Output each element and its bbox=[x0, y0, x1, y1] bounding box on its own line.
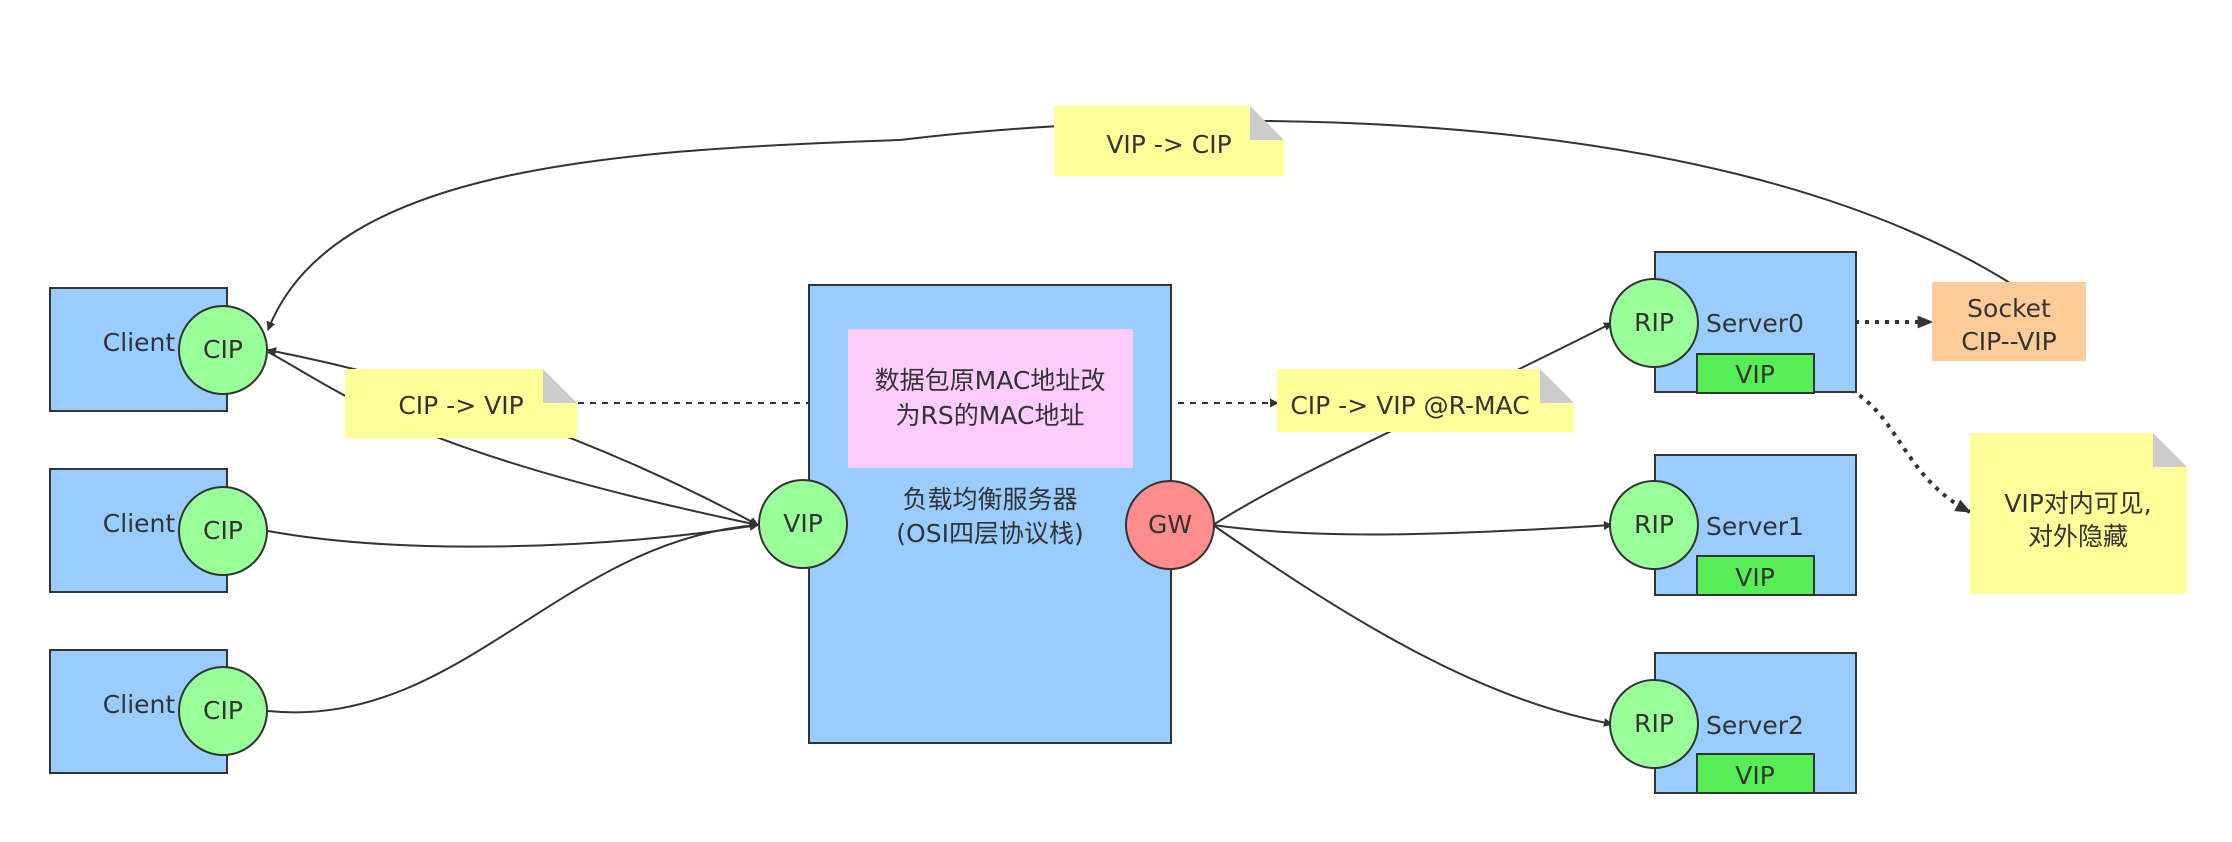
return-path-label: VIP -> CIP bbox=[1106, 130, 1231, 159]
rip-node bbox=[1609, 679, 1699, 769]
client1-vip-connector bbox=[267, 521, 759, 548]
gw-node bbox=[1125, 480, 1215, 570]
request-path-note: CIP -> VIP bbox=[345, 369, 577, 438]
vip-visibility-note: VIP对内可见, 对外隐藏 bbox=[1970, 433, 2187, 594]
rip-label: RIP bbox=[1634, 510, 1674, 539]
request-path-label: CIP -> VIP bbox=[398, 391, 523, 420]
vip-visibility-connector bbox=[1812, 376, 1972, 514]
mac-note-line1: 数据包原MAC地址改 bbox=[875, 366, 1106, 395]
forward-path-note: CIP -> VIP @R-MAC bbox=[1277, 369, 1574, 432]
rip-label: RIP bbox=[1634, 308, 1674, 337]
mac-rewrite-note bbox=[848, 329, 1133, 468]
server-label: Server1 bbox=[1706, 512, 1804, 541]
gw-rip0-connector bbox=[1212, 322, 1613, 526]
server-vip-box bbox=[1696, 753, 1815, 794]
rip-label: RIP bbox=[1634, 709, 1674, 738]
cip-node bbox=[178, 305, 268, 395]
client-label: Client bbox=[103, 328, 176, 357]
rip-node bbox=[1609, 278, 1699, 368]
cip-label: CIP bbox=[203, 516, 243, 545]
client-2: Client CIP bbox=[49, 649, 268, 774]
return-path-note: VIP -> CIP bbox=[1054, 106, 1284, 176]
gw-rip1-connector bbox=[1212, 521, 1613, 536]
client-label: Client bbox=[103, 690, 176, 719]
vip-visibility-line2: 对外隐藏 bbox=[2028, 522, 2128, 551]
client2-vip-connector bbox=[267, 521, 759, 714]
vip-label: VIP bbox=[783, 509, 823, 538]
lb-title-line2: (OSI四层协议栈) bbox=[896, 519, 1083, 548]
server-1: Server1 VIP RIP bbox=[1609, 454, 1857, 596]
load-balancer: 数据包原MAC地址改 为RS的MAC地址 负载均衡服务器 (OSI四层协议栈) … bbox=[758, 284, 1215, 744]
server-vip-label: VIP bbox=[1735, 563, 1775, 592]
rip-node bbox=[1609, 480, 1699, 570]
server-vip-label: VIP bbox=[1735, 761, 1775, 790]
forward-path-label: CIP -> VIP @R-MAC bbox=[1290, 391, 1529, 420]
server-vip-label: VIP bbox=[1735, 360, 1775, 389]
server-label: Server0 bbox=[1706, 309, 1804, 338]
client-1: Client CIP bbox=[49, 468, 268, 593]
server-0: Server0 VIP RIP bbox=[1609, 251, 1857, 394]
client-label: Client bbox=[103, 509, 176, 538]
socket-line1: Socket bbox=[1967, 294, 2051, 323]
socket-line2: CIP--VIP bbox=[1961, 327, 2056, 356]
vip-visibility-line1: VIP对内可见, bbox=[2004, 489, 2152, 518]
return-path-connector bbox=[266, 119, 2011, 331]
server-label: Server2 bbox=[1706, 711, 1804, 740]
cip-label: CIP bbox=[203, 335, 243, 364]
cip-node bbox=[178, 666, 268, 756]
client-0: Client CIP bbox=[49, 287, 268, 412]
server-2: Server2 VIP RIP bbox=[1609, 652, 1857, 794]
vip-node bbox=[758, 479, 848, 569]
gw-label: GW bbox=[1148, 510, 1192, 539]
server-vip-box bbox=[1696, 353, 1815, 394]
server-vip-box bbox=[1696, 555, 1815, 596]
lb-title-line1: 负载均衡服务器 bbox=[902, 485, 1077, 514]
gw-rip2-connector bbox=[1212, 524, 1613, 727]
socket-note: Socket CIP--VIP bbox=[1932, 282, 2086, 361]
cip-label: CIP bbox=[203, 696, 243, 725]
mac-note-line2: 为RS的MAC地址 bbox=[896, 401, 1085, 430]
cip-node bbox=[178, 486, 268, 576]
